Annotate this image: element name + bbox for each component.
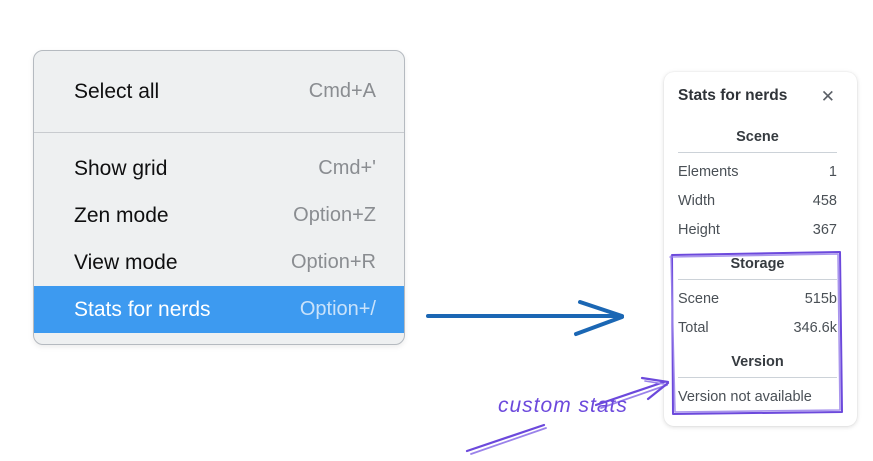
stat-row-storage-scene: Scene 515b (678, 284, 837, 313)
menu-item-shortcut: Option+/ (299, 298, 376, 320)
stat-value: 1 (828, 163, 837, 180)
section-heading-scene: Scene (736, 129, 779, 145)
menu-item-label: Stats for nerds (74, 297, 211, 321)
menu-item-label: Select all (74, 79, 160, 103)
menu-item-label: Show grid (74, 156, 168, 180)
stat-label: Width (678, 192, 716, 209)
custom-stats-underline-drawing (465, 423, 547, 455)
menu-item-stats-for-nerds[interactable]: Stats for nerds Option+/ (34, 286, 404, 333)
stat-label: Scene (678, 290, 720, 307)
menu-item-shortcut: Option+R (290, 251, 376, 273)
context-menu: Select all Cmd+A Show grid Cmd+' Zen mod… (33, 50, 405, 345)
version-note: Version not available (678, 388, 812, 405)
menu-item-shortcut: Cmd+' (318, 157, 376, 179)
stat-row-storage-total: Total 346.6k (678, 313, 837, 342)
stats-panel-header: Stats for nerds ✕ (678, 85, 837, 107)
stat-row-elements: Elements 1 (678, 157, 837, 186)
menu-item-show-grid[interactable]: Show grid Cmd+' (34, 145, 404, 192)
menu-section-bottom: Show grid Cmd+' Zen mode Option+Z View m… (34, 133, 404, 344)
stat-label: Elements (678, 163, 739, 180)
menu-item-shortcut: Option+Z (293, 204, 376, 226)
section-heading-storage: Storage (730, 256, 785, 272)
custom-stats-label: custom stats (498, 394, 628, 417)
menu-item-select-all[interactable]: Select all Cmd+A (34, 51, 404, 132)
stat-value: 458 (812, 192, 837, 209)
stat-value: 515b (804, 290, 837, 307)
divider (678, 377, 837, 378)
stat-value: 346.6k (793, 319, 837, 336)
right-arrow-drawing (426, 300, 624, 336)
stat-label: Height (678, 221, 720, 238)
menu-item-label: View mode (74, 250, 178, 274)
stat-row-height: Height 367 (678, 215, 837, 244)
close-icon[interactable]: ✕ (820, 86, 835, 106)
menu-item-zen-mode[interactable]: Zen mode Option+Z (34, 192, 404, 239)
menu-item-view-mode[interactable]: View mode Option+R (34, 239, 404, 286)
divider (678, 152, 837, 153)
menu-item-label: Zen mode (74, 203, 169, 227)
stats-panel: Stats for nerds ✕ Scene Elements 1 Width… (664, 72, 857, 426)
stat-row-width: Width 458 (678, 186, 837, 215)
menu-section-top: Select all Cmd+A (34, 51, 404, 133)
stat-label: Total (678, 319, 709, 336)
section-heading-version: Version (731, 354, 784, 370)
stat-value: 367 (812, 221, 837, 238)
stats-panel-title: Stats for nerds (678, 87, 788, 104)
menu-item-shortcut: Cmd+A (308, 80, 376, 102)
divider (678, 279, 837, 280)
